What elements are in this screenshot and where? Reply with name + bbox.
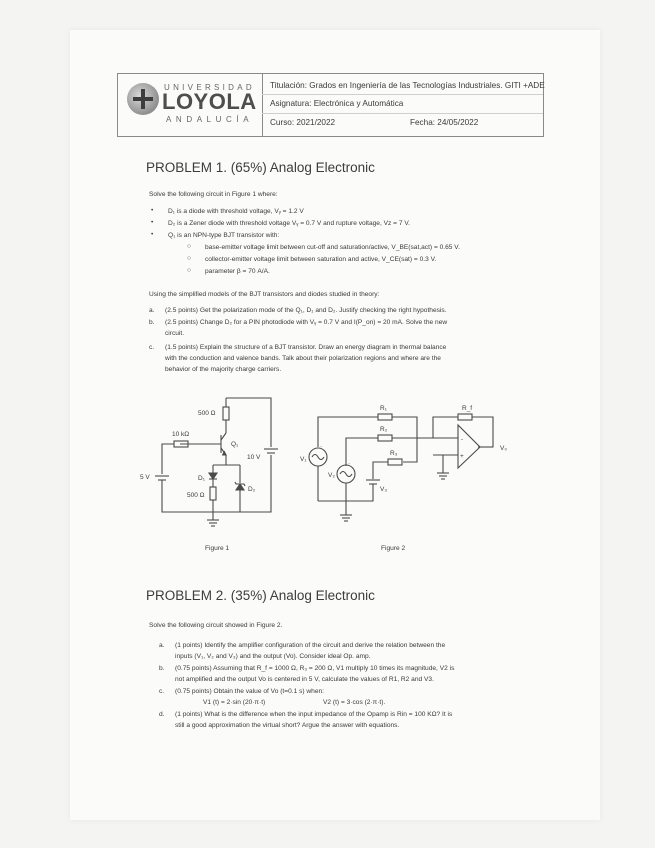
q1a-letter: a.	[149, 307, 155, 314]
svg-text:V₃: V₃	[380, 486, 387, 493]
problem2-intro: Solve the following circuit showed in Fi…	[149, 622, 283, 629]
svg-text:R_f: R_f	[462, 405, 472, 412]
figure2-circuit: R₁ R₂ R₃ R_f V₁ V₂ V₃ V₀ - + · ·	[300, 405, 507, 522]
svg-text:D₂: D₂	[248, 486, 256, 493]
q2c-eq-v2: V2 (t) = 3·cos (2·π·t).	[323, 699, 386, 706]
q2c-eq-v1: V1 (t) = 2·sin (20·π·t)	[203, 699, 266, 706]
q2c-letter: c.	[159, 688, 165, 695]
q1c-text: with the conduction and valence bands. T…	[165, 355, 441, 362]
divider	[262, 113, 543, 114]
q2b-text: not amplified and the output Vo is cente…	[175, 676, 434, 683]
sub-bullet-vbe: base-emitter voltage limit between cut-o…	[205, 244, 460, 251]
svg-text:V₀: V₀	[500, 445, 507, 452]
svg-text:·: ·	[348, 460, 350, 467]
svg-text:+: +	[460, 453, 464, 460]
svg-text:-: -	[461, 436, 463, 443]
q1c-letter: c.	[149, 344, 155, 351]
asignatura: Asignatura: Electrónica y Automática	[270, 99, 404, 108]
q1c-text: behavior of the majority charge carriers…	[165, 366, 282, 373]
svg-text:10 V: 10 V	[247, 454, 261, 461]
q1a-text: (2.5 points) Get the polarization mode o…	[165, 307, 447, 314]
problem1-using: Using the simplified models of the BJT t…	[149, 291, 380, 298]
curso: Curso: 2021/2022	[270, 118, 336, 127]
logo-line-loyola: LOYOLA	[162, 89, 257, 114]
figure1-caption: Figure 1	[205, 545, 230, 552]
q2a-text: (1 points) Identify the amplifier config…	[175, 642, 446, 649]
problem1-title: PROBLEM 1. (65%) Analog Electronic	[146, 160, 375, 175]
svg-text:·: ·	[320, 443, 322, 450]
svg-text:D₁: D₁	[198, 475, 206, 482]
bullet-q1: Q₁ is an NPN-type BJT transistor with:	[168, 232, 280, 239]
q2b-text: (0.75 points) Assuming that R_f = 1000 Ω…	[175, 665, 455, 672]
svg-text:V₂: V₂	[328, 472, 335, 479]
figure2-caption: Figure 2	[381, 545, 406, 552]
circle-bullet-icon: ○	[187, 255, 191, 262]
bullet-d2: D₂ is a Zener diode with threshold volta…	[168, 220, 410, 227]
q2a-letter: a.	[159, 642, 165, 649]
q2b-letter: b.	[159, 665, 165, 672]
bullet-icon: •	[151, 231, 154, 238]
q1b-letter: b.	[149, 319, 155, 326]
svg-text:Q₁: Q₁	[231, 441, 239, 448]
circle-bullet-icon: ○	[187, 267, 191, 274]
logo-line-andalucia: ANDALUCÍA	[166, 115, 254, 124]
svg-text:500 Ω: 500 Ω	[198, 410, 216, 417]
figure1-circuit: 500 Ω 10 kΩ Q₁ 10 V 5 V D₁ D₂ 500 Ω	[140, 397, 278, 527]
svg-text:V₁: V₁	[300, 456, 307, 463]
bullet-icon: •	[151, 207, 154, 214]
q2c-text: (0.75 points) Obtain the value of Vo (t=…	[175, 688, 324, 695]
divider	[262, 94, 543, 95]
logo-line-universidad: UNIVERSIDAD	[164, 83, 255, 92]
fecha: Fecha: 24/05/2022	[410, 118, 479, 127]
svg-text:10 kΩ: 10 kΩ	[172, 431, 189, 438]
circle-bullet-icon: ○	[187, 243, 191, 250]
q1b-text: (2.5 points) Change D₂ for a PIN photodi…	[165, 319, 448, 326]
university-logo: UNIVERSIDAD LOYOLA ANDALUCÍA	[118, 74, 263, 136]
problem1-intro: Solve the following circuit in Figure 1 …	[149, 191, 278, 198]
resistor-emitter	[209, 486, 217, 501]
q1b-text: circuit.	[165, 330, 185, 337]
exam-header: UNIVERSIDAD LOYOLA ANDALUCÍA Titulación:…	[117, 73, 545, 137]
q2d-text: (1 points) What is the difference when t…	[175, 711, 453, 718]
bullet-d1: D₁ is a diode with threshold voltage, Vᵧ…	[168, 208, 304, 215]
q2d-letter: d.	[159, 711, 165, 718]
svg-text:500 Ω: 500 Ω	[187, 492, 205, 499]
resistor-collector	[222, 406, 230, 421]
svg-text:5 V: 5 V	[140, 474, 150, 481]
q2a-text: inputs (V₁, V₂ and V₃) and the output (V…	[175, 653, 371, 660]
svg-text:R₃: R₃	[390, 450, 398, 457]
problem2-title: PROBLEM 2. (35%) Analog Electronic	[146, 588, 375, 603]
exam-page	[70, 30, 600, 820]
q1c-text: (1.5 points) Explain the structure of a …	[165, 344, 447, 351]
sub-bullet-beta: parameter β = 70 A/A.	[205, 268, 270, 275]
svg-text:R₁: R₁	[380, 405, 388, 412]
globe-icon	[127, 83, 159, 115]
titulacion: Titulación: Grados en Ingeniería de las …	[270, 81, 545, 90]
bullet-icon: •	[151, 219, 154, 226]
q2d-text: still a good approximation the virtual s…	[175, 722, 400, 729]
svg-text:R₂: R₂	[380, 426, 388, 433]
sub-bullet-vce: collector-emitter voltage limit between …	[205, 256, 437, 263]
